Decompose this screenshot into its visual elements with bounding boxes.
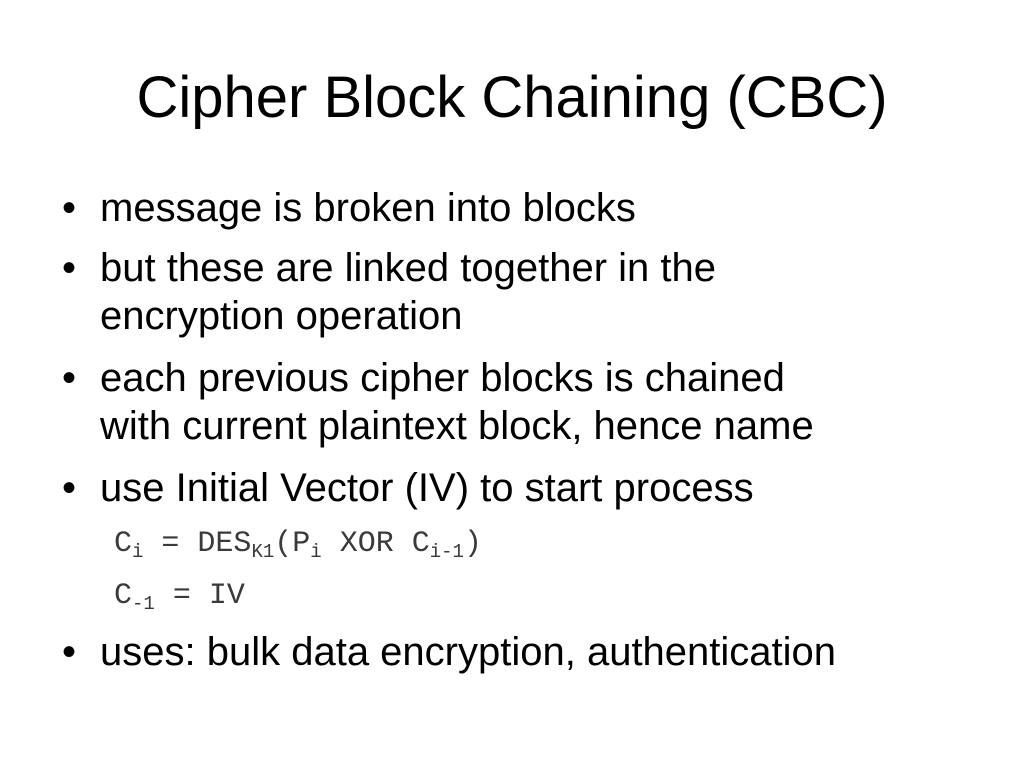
formula-text: = IV [154, 579, 245, 613]
formula-text: (P [274, 527, 311, 561]
formula-subscript: i [132, 541, 144, 563]
bullet-text: but these are linked together in the enc… [100, 244, 716, 340]
formula-text: XOR C [321, 527, 430, 561]
bullet-line: message is broken into blocks [100, 186, 636, 230]
formula-subscript: K1 [251, 541, 275, 563]
bullet-line: uses: bulk data encryption, authenticati… [100, 630, 837, 674]
formula-subscript: i-1 [429, 541, 464, 563]
formula-text: C [114, 527, 133, 561]
bullet-text: each previous cipher blocks is chained w… [100, 354, 814, 450]
formula-text: ) [463, 527, 482, 561]
formula-cbc-encrypt: Ci = DESK1(Pi XOR Ci-1) [114, 526, 482, 562]
bullet-text: uses: bulk data encryption, authenticati… [100, 628, 836, 676]
bullet-dot: • [62, 186, 77, 230]
bullet-dot: • [62, 356, 77, 400]
formula-text: C [114, 579, 133, 613]
bullet-dot: • [62, 246, 77, 290]
bullet-line: use Initial Vector (IV) to start process [100, 466, 754, 510]
bullet-line: but these are linked together in the [100, 246, 716, 290]
formula-text: = DES [143, 527, 252, 561]
slide-title: Cipher Block Chaining (CBC) [136, 65, 888, 130]
bullet-line: each previous cipher blocks is chained [100, 356, 785, 400]
bullet-text: use Initial Vector (IV) to start process [100, 464, 754, 512]
bullet-dot: • [62, 466, 77, 510]
formula-subscript: i [310, 541, 322, 563]
bullet-line: with current plaintext block, hence name [100, 404, 814, 448]
bullet-text: message is broken into blocks [100, 184, 636, 232]
formula-initial-vector: C-1 = IV [114, 578, 245, 614]
bullet-line: encryption operation [100, 294, 463, 338]
formula-subscript: -1 [132, 593, 155, 615]
bullet-dot: • [62, 630, 77, 674]
